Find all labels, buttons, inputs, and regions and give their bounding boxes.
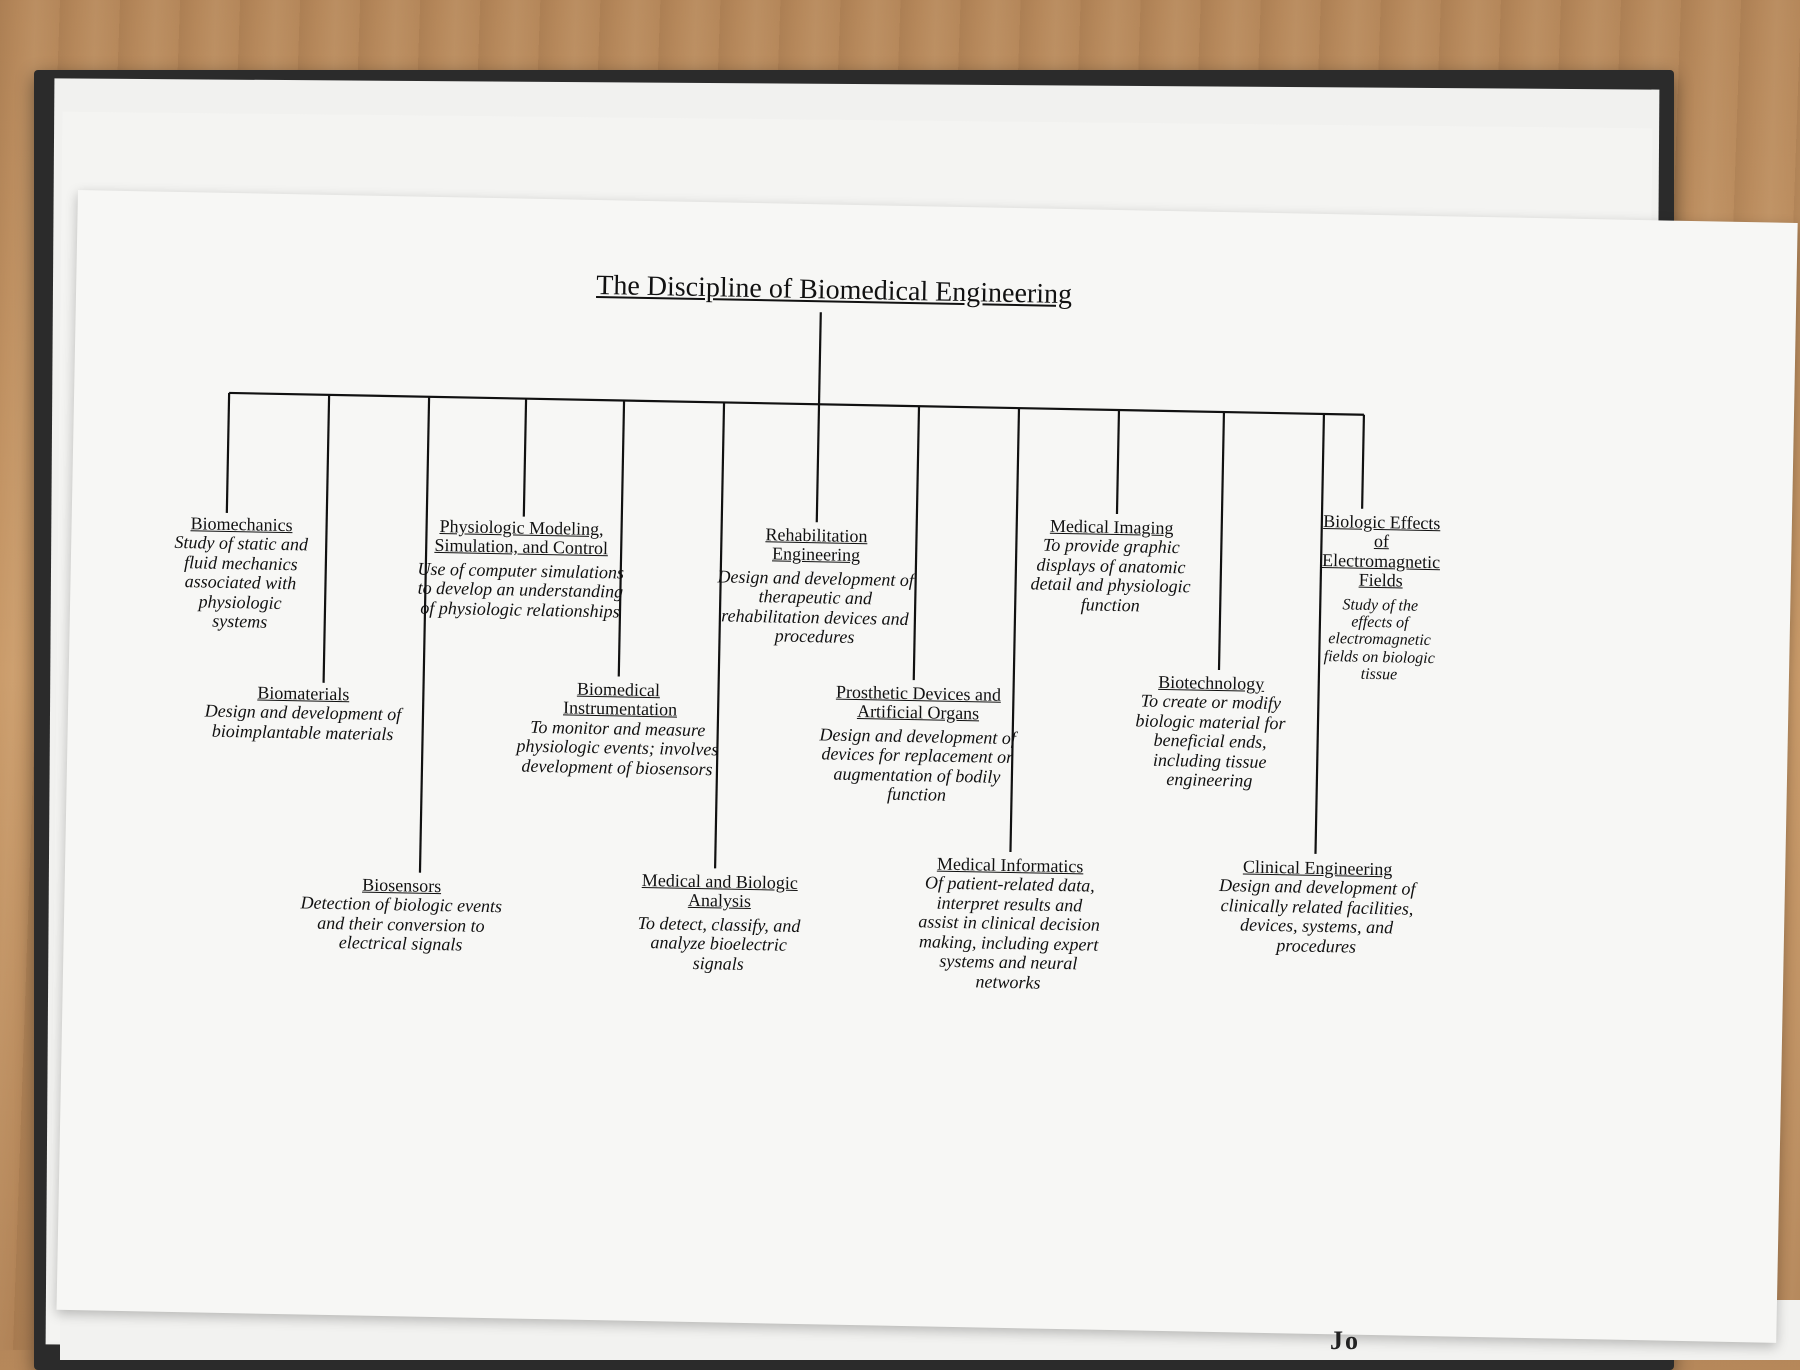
- node-description: Study of static and fluid mechanics asso…: [174, 532, 309, 632]
- node-name: Prosthetic Devices and Artificial Organs: [835, 681, 1002, 724]
- branch-line-biomaterials: [322, 394, 331, 683]
- node-description: Of patient-related data, interpret resul…: [918, 872, 1101, 993]
- node-medical-imaging: Medical Imaging To provide graphic displ…: [1015, 516, 1207, 617]
- root-stem-line: [817, 312, 822, 405]
- node-prosthetic-devices: Prosthetic Devices and Artificial Organs…: [811, 682, 1023, 807]
- node-rehabilitation-engineering: Rehabilitation Engineering Design and de…: [709, 524, 921, 649]
- branch-line-prosthetic-devices: [912, 406, 921, 681]
- node-description: To monitor and measure physiologic event…: [516, 716, 719, 780]
- branch-line-medical-informatics: [1009, 408, 1021, 853]
- node-name: Physiologic Modeling, Simulation, and Co…: [434, 516, 609, 559]
- node-description: To detect, classify, and analyze bioelec…: [637, 912, 801, 974]
- node-name: Rehabilitation Engineering: [765, 524, 868, 566]
- node-name: Biomedical Instrumentation: [562, 678, 678, 721]
- horizontal-bar-line: [229, 391, 1364, 416]
- node-physiologic-modeling: Physiologic Modeling, Simulation, and Co…: [410, 516, 632, 621]
- node-name: Biologic Effects of Electromagnetic Fiel…: [1321, 510, 1441, 591]
- branch-line-biotechnology: [1217, 412, 1226, 671]
- node-biomedical-instrumentation: Biomedical Instrumentation To monitor an…: [512, 678, 724, 779]
- node-biologic-effects: Biologic Effects of Electromagnetic Fiel…: [1309, 510, 1452, 685]
- node-description: Detection of biologic events and their c…: [300, 892, 503, 955]
- branch-line-biologic-effects: [1361, 414, 1366, 509]
- node-biomaterials: Biomaterials Design and development of b…: [197, 682, 408, 744]
- node-name: Medical and Biologic Analysis: [641, 869, 799, 912]
- node-description: To provide graphic displays of anatomic …: [1030, 535, 1191, 616]
- node-biotechnology: Biotechnology To create or modify biolog…: [1122, 672, 1299, 792]
- node-clinical-engineering: Clinical Engineering Design and developm…: [1214, 856, 1421, 958]
- diagram-sheet: The Discipline of Biomedical Engineering…: [56, 190, 1798, 1343]
- node-description: Design and development of clinically rel…: [1218, 875, 1416, 957]
- tree-connectors: [225, 312, 1366, 873]
- branch-line-physiologic-modeling: [522, 398, 528, 517]
- book-spine-text: Jo: [1330, 1326, 1360, 1355]
- node-medical-informatics: Medical Informatics Of patient-related d…: [913, 854, 1106, 994]
- branch-line-biomedical-instrumentation: [617, 400, 626, 677]
- node-biomechanics: Biomechanics Study of static and fluid m…: [140, 513, 342, 633]
- branch-line-medical-biologic-analysis: [713, 402, 726, 869]
- branch-line-biosensors: [418, 396, 431, 873]
- node-medical-biologic-analysis: Medical and Biologic Analysis To detect,…: [613, 870, 825, 975]
- node-biosensors: Biosensors Detection of biologic events …: [295, 874, 506, 956]
- node-description: Use of computer simulations to develop a…: [417, 558, 625, 622]
- node-description: Design and development of devices for re…: [819, 724, 1017, 805]
- branch-line-biomechanics: [225, 392, 231, 513]
- node-description: Study of the effects of electromagnetic …: [1323, 596, 1435, 684]
- branch-line-clinical-engineering: [1314, 413, 1326, 854]
- branch-line-medical-imaging: [1115, 410, 1121, 515]
- node-description: To create or modify biologic material fo…: [1135, 690, 1286, 791]
- node-description: Design and development of bioimplantable…: [204, 700, 402, 745]
- branch-line-rehabilitation-engineering: [815, 404, 821, 523]
- node-description: Design and development of therapeutic an…: [717, 566, 915, 648]
